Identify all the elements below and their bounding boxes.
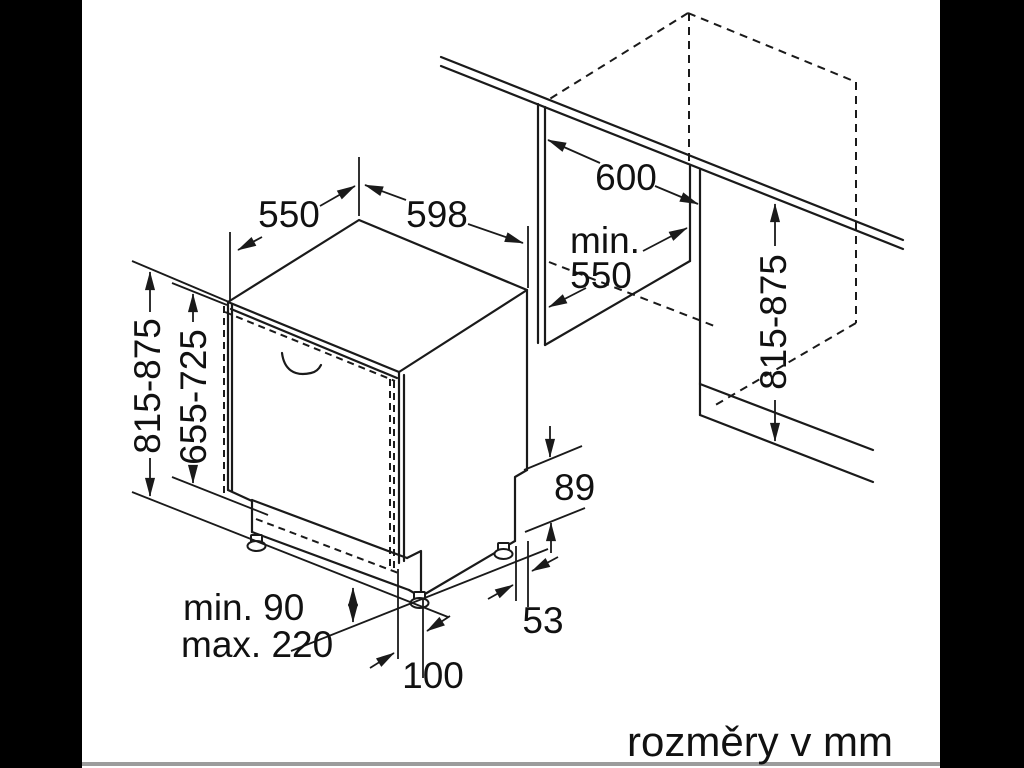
floor-line-right	[290, 548, 549, 652]
dim-label-appliance-height: 815-875	[127, 318, 168, 454]
letterbox-left	[0, 0, 82, 768]
rear-step-tick-bottom	[524, 507, 586, 533]
dim-label-plinth-min: min. 90	[183, 587, 304, 628]
dim-label-rear-clearance: 89	[554, 467, 595, 508]
door-handle-arc	[280, 351, 323, 376]
drawing	[131, 12, 905, 678]
letterbox-right	[940, 0, 1024, 768]
rear-step-tick-top	[523, 445, 583, 471]
dishwasher-hidden-door-edges	[223, 306, 402, 575]
foot-rear-right	[493, 542, 514, 560]
dim-label-niche-height: 815-875	[753, 254, 794, 390]
dim-label-plinth-max: max. 220	[181, 624, 333, 665]
cabinet-niche	[439, 55, 905, 484]
foot-front-center	[409, 591, 430, 609]
floor-reference-line	[131, 491, 449, 618]
dimension-arrows	[144, 139, 781, 669]
dim-label-niche-min-value: 550	[570, 255, 632, 296]
dim-label-niche-min: min.	[570, 220, 640, 261]
top-extension-line	[131, 260, 230, 303]
door-top-extension-line	[171, 282, 228, 306]
dim-label-rear-offset: 53	[522, 600, 563, 641]
units-caption: rozměry v mm	[627, 718, 893, 765]
dim-label-top-width: 598	[406, 194, 468, 235]
reference-lines	[131, 157, 586, 678]
dim-label-cabinet-depth: 600	[595, 157, 657, 198]
dishwasher-body	[226, 218, 529, 599]
dim-label-door-height: 655-725	[173, 329, 214, 465]
footer-divider	[82, 762, 940, 766]
dimension-labels: 550 598 600 min. 550 815-875 655-725 815…	[127, 157, 893, 765]
dim-label-front-offset: 100	[402, 655, 464, 696]
dim-label-top-depth: 550	[258, 194, 320, 235]
